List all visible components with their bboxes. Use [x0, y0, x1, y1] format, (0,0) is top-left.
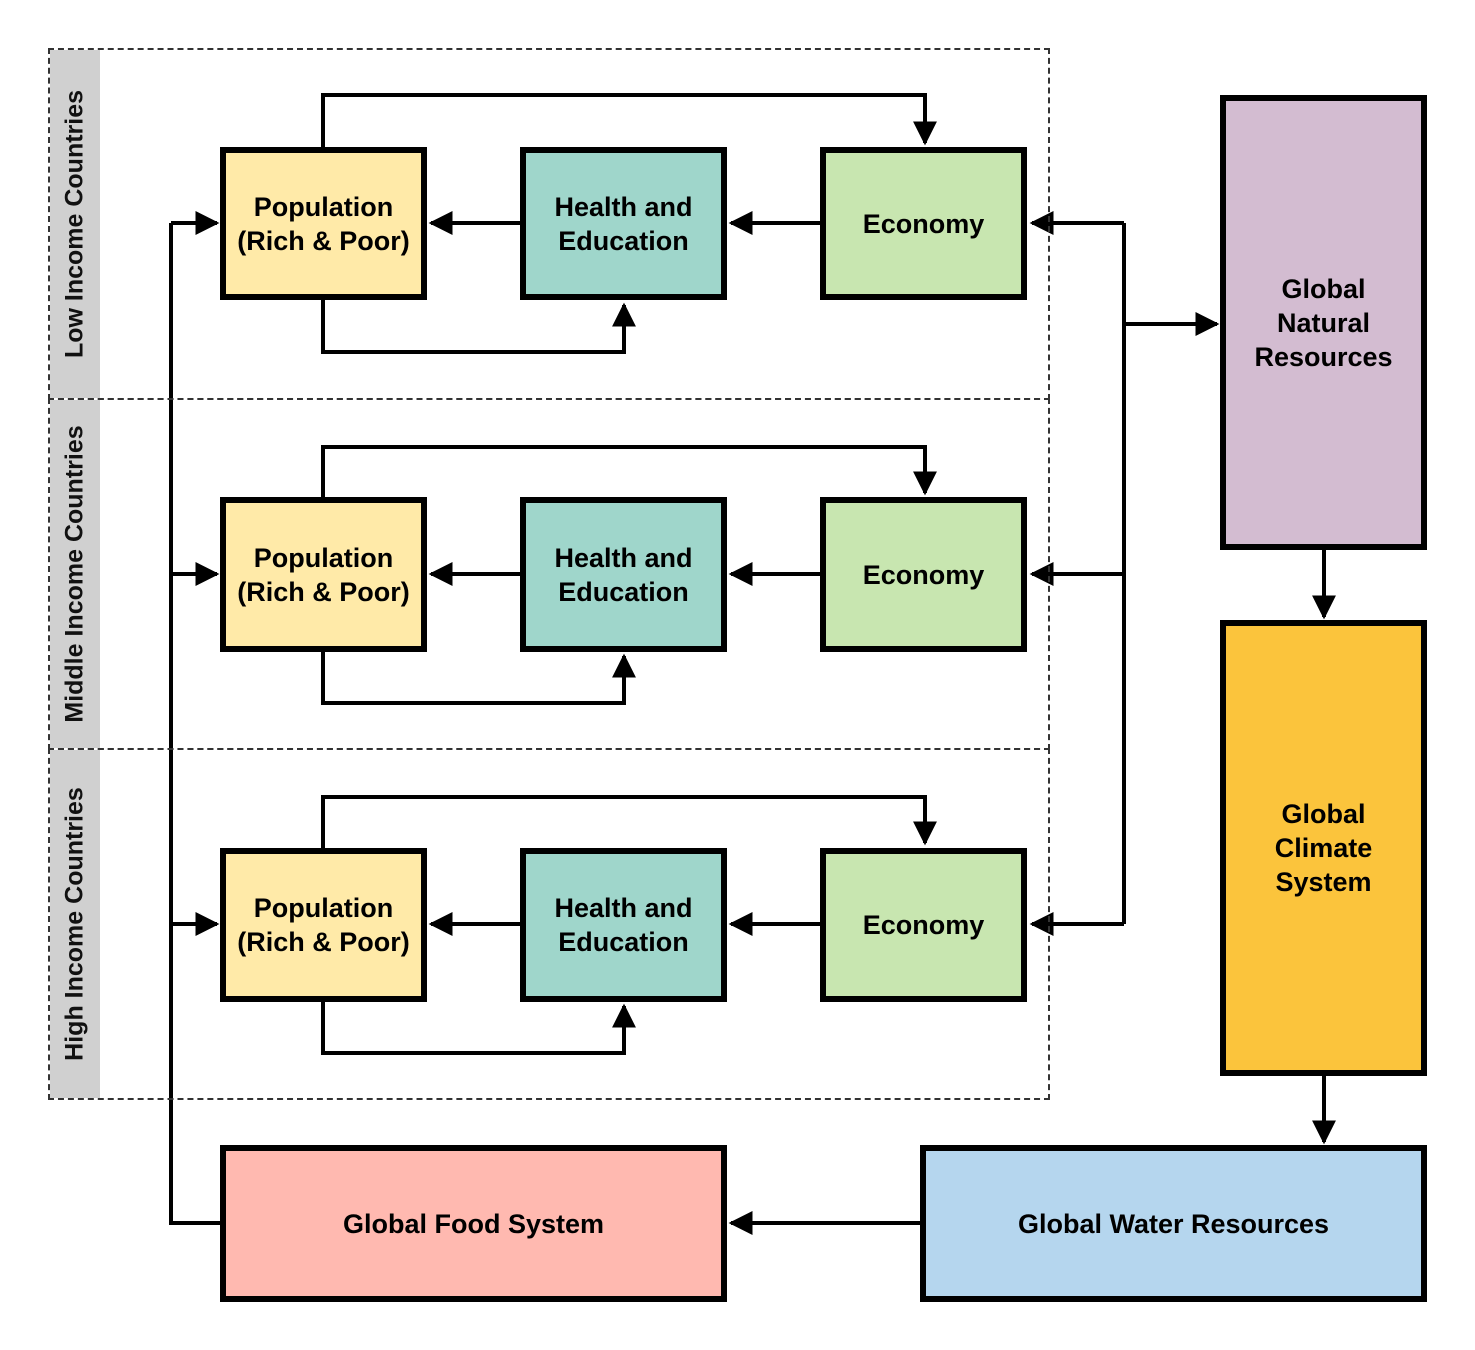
population-node-middle: Population (Rich & Poor)	[220, 497, 427, 652]
population-node-high: Population (Rich & Poor)	[220, 848, 427, 1002]
arrow-population-to-health-middle	[321, 652, 636, 705]
health-education-node-high: Health and Education	[520, 848, 727, 1002]
arrow-population-to-health-high	[321, 1002, 636, 1055]
lane-high-income	[48, 748, 1050, 1100]
global-food-system-node: Global Food System	[220, 1145, 727, 1302]
health-education-node-middle: Health and Education	[520, 497, 727, 652]
economy-node-high: Economy	[820, 848, 1027, 1002]
lane-label-low-income: Low Income Countries	[50, 50, 100, 398]
lane-label-middle-income: Middle Income Countries	[50, 400, 100, 748]
arrow-population-to-economy-high	[321, 795, 937, 848]
global-water-resources-node: Global Water Resources	[920, 1145, 1427, 1302]
lane-label-text: Low Income Countries	[60, 89, 89, 359]
health-education-node-low: Health and Education	[520, 147, 727, 300]
lane-label-text: Middle Income Countries	[60, 425, 89, 723]
arrow-population-to-economy-middle	[321, 445, 937, 497]
arrow-population-to-economy-low	[321, 93, 937, 147]
global-climate-system-node: Global Climate System	[1220, 620, 1427, 1076]
economy-node-low: Economy	[820, 147, 1027, 300]
lane-label-high-income: High Income Countries	[50, 750, 100, 1098]
food-trunk-line	[169, 223, 220, 1225]
arrow-population-to-health-low	[321, 300, 636, 354]
population-node-low: Population (Rich & Poor)	[220, 147, 427, 300]
economy-node-middle: Economy	[820, 497, 1027, 652]
lane-label-text: High Income Countries	[60, 787, 89, 1061]
global-natural-resources-node: Global Natural Resources	[1220, 95, 1427, 550]
